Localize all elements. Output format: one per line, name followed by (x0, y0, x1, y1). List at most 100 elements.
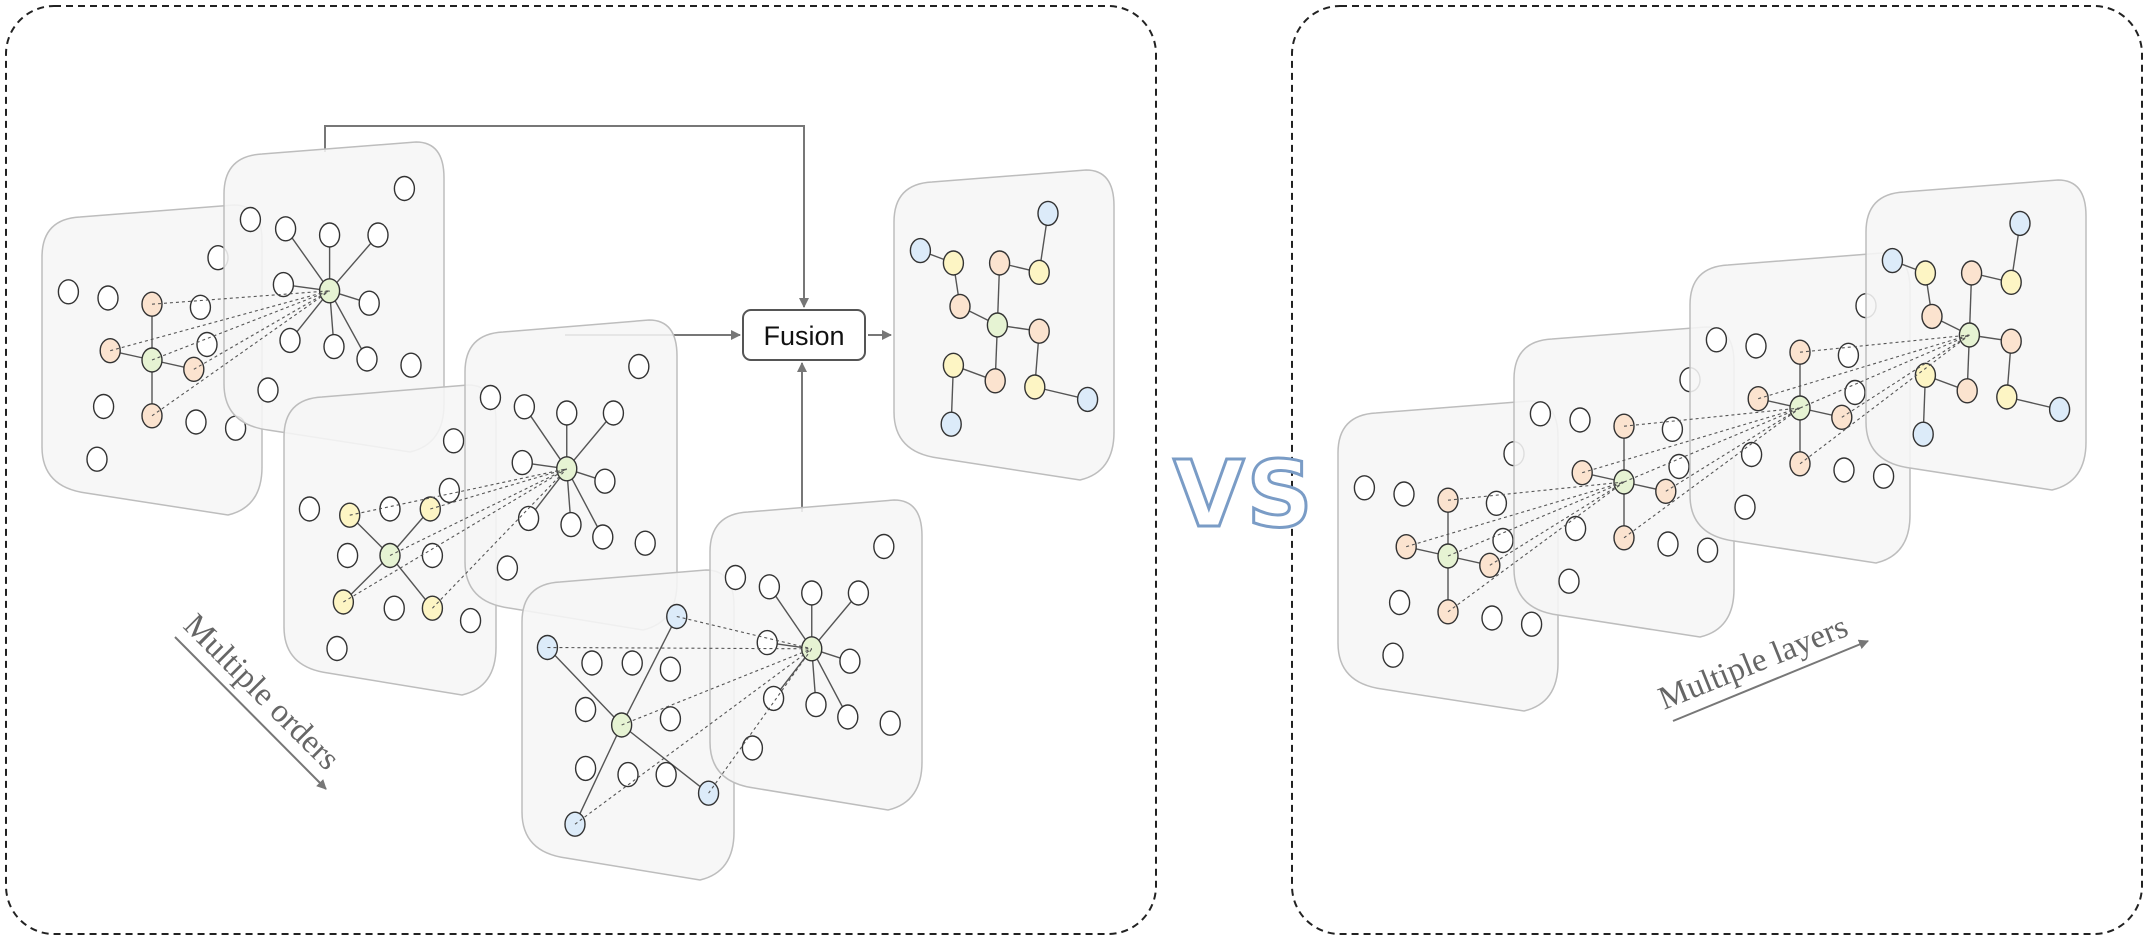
order3-panel-back-node (574, 755, 597, 782)
layer1-panel-node (1492, 527, 1514, 554)
fused-panel-node (942, 250, 965, 276)
layer3-panel-node (1872, 463, 1895, 489)
layer2-panel-node (1558, 568, 1580, 594)
aggregation-link (1447, 481, 1625, 557)
layer1-panel-node (1393, 481, 1415, 507)
order2-panel-front-node (556, 400, 578, 426)
fused-panel-node (984, 368, 1006, 394)
layer1-panel-node (1382, 642, 1404, 668)
aggregation-link (621, 648, 812, 726)
order1-panel-front-node (257, 377, 279, 403)
order1-panel-front-node (318, 222, 341, 248)
fusion-label: Fusion (763, 321, 844, 351)
order3-panel-front-node (756, 629, 778, 656)
order1-panel-back-node (185, 409, 207, 435)
fused-panel-node (988, 250, 1011, 276)
order3-panel-back-node (581, 650, 603, 676)
order1-panel-front-node (272, 271, 295, 298)
order2-panel-front-edge (566, 412, 614, 470)
layer4-panel-node (1914, 362, 1937, 388)
order3-panel-front-node (741, 735, 764, 761)
order3-panel-back-node (621, 650, 643, 676)
aggregation-link (1447, 481, 1625, 613)
layer3-panel-node (1740, 441, 1763, 468)
order2-panel-back-node (459, 607, 482, 634)
order2-panel-back-node (442, 428, 465, 454)
order2-panel-front-node (513, 394, 536, 420)
layer4-panel-node (2000, 328, 2022, 354)
layer4-panel-node (1881, 247, 1904, 274)
order3-panel-back-node (574, 696, 597, 723)
order2-panel-front-node (479, 384, 502, 411)
fused-panel-node (1028, 318, 1050, 344)
right-panel-frame (1291, 5, 2143, 935)
aggregation-links (110, 290, 1970, 825)
aggregation-link (343, 468, 568, 603)
layer4-panel-node (1914, 260, 1937, 286)
order2-panel-back-node (421, 542, 444, 569)
order3-panel-back (521, 569, 735, 881)
order1-panel-front-node (358, 290, 380, 316)
aggregation-link (1489, 481, 1625, 566)
fused-panel-node (986, 312, 1009, 338)
order1-panel-back-node (97, 285, 119, 311)
layer4-panel-node (2009, 210, 2031, 237)
order2-panel-front (464, 319, 678, 631)
layer4-panel-node (2048, 396, 2071, 423)
layer3-panel-node (1745, 333, 1767, 359)
order3-panel-back-edge (574, 724, 623, 825)
order3-panel-front-node (879, 710, 901, 736)
fused-panel-node (1028, 259, 1050, 285)
layer1-panel-node (1388, 589, 1411, 616)
order3-panel-back-node (655, 761, 677, 788)
order2-panel-back-card (283, 384, 497, 696)
layer1-panel-node (1485, 490, 1508, 516)
order1-panel-front-node (356, 346, 378, 372)
order3-panel-back-edge (546, 647, 623, 726)
order2-panel-front-node (628, 353, 650, 380)
layer2-panel-node (1657, 531, 1679, 557)
aggregation-link (1406, 481, 1625, 548)
fusion-box: Fusion (742, 309, 866, 361)
order2-panel-back-node (336, 542, 359, 569)
order3-panel-front-edge (811, 648, 849, 718)
order2-panel-back-node (379, 496, 401, 522)
order2-panel-back-node (326, 635, 348, 662)
order3-panel-front-edge (811, 592, 859, 650)
aggregation-link (1841, 334, 1970, 418)
order2-panel-front-edge (566, 468, 604, 538)
layer4-panel-node (1956, 378, 1978, 404)
fused-panel (893, 169, 1115, 481)
layer2-panel-node (1564, 515, 1587, 542)
layer4-panel-node (1960, 260, 1983, 286)
aggregation-link (432, 468, 568, 609)
layer2-panel-node (1569, 407, 1591, 433)
fused-panel-node (940, 411, 962, 437)
order1-panel-front-edge (285, 228, 331, 292)
order2-panel-back (283, 384, 497, 696)
order2-panel-front-node (602, 400, 625, 426)
order2-panel-front-node (592, 524, 614, 550)
layer3-panel-node (1734, 494, 1756, 520)
order1-panel-front-node (400, 352, 422, 378)
order2-panel-back-node (383, 595, 405, 621)
order1-panel-back-node (57, 279, 80, 305)
fused-panel-node (909, 237, 932, 264)
layer4-panel-node (1912, 421, 1934, 447)
fusion-box-frame (742, 309, 866, 361)
order3-panel-back-node (617, 761, 639, 788)
fused-panel-node (949, 293, 971, 320)
aggregation-link (1623, 407, 1801, 539)
aggregation-link (1799, 334, 1970, 353)
order1-panel-front-node (393, 175, 416, 202)
vs-label: VS (1173, 441, 1314, 548)
aggregation-link (151, 290, 330, 417)
order1-panel-back-node (86, 446, 108, 472)
order1-panel-front-edge (328, 290, 368, 360)
order1-panel-front-node (279, 327, 301, 354)
order3-panel-front-node (839, 648, 861, 674)
graph-panels (41, 141, 2087, 881)
order3-panel-front-edge (768, 586, 813, 650)
